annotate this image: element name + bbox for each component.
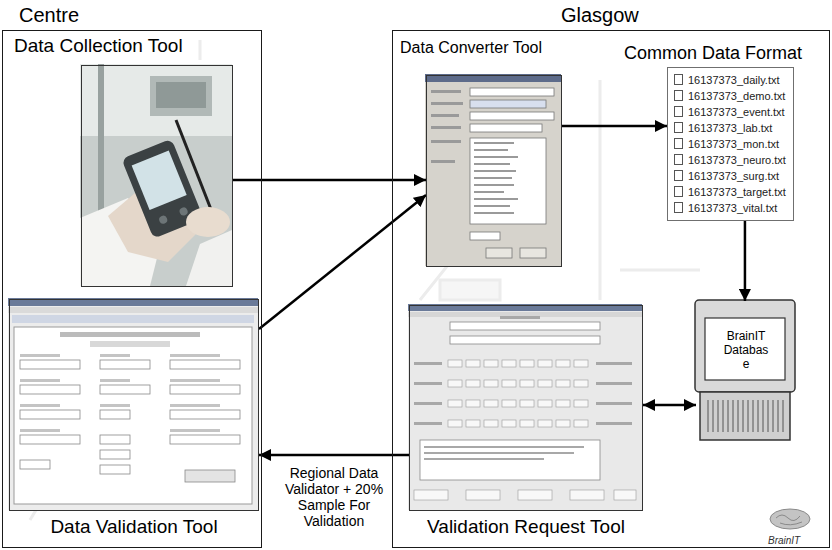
text-holder: Data Collection Tool <box>14 35 183 57</box>
database-box: BrainIT Databas e <box>696 301 796 441</box>
validation-tool-screenshot <box>8 298 258 510</box>
file-entry: 16137373_event.txt <box>674 104 786 120</box>
region-panel: GlasgowData Converter ToolCommon Data Fo… <box>392 30 830 548</box>
screenshot-frame: Data Validation Tool <box>9 299 259 511</box>
text-holder: Common Data Format <box>624 43 802 64</box>
flow-arrow <box>643 404 696 407</box>
flow-arrow <box>259 195 426 329</box>
brainit-logo <box>770 509 810 529</box>
logo-text: BrainIT <box>768 535 800 546</box>
heading-text: Data Validation Tool <box>50 516 217 537</box>
database-computer-icon <box>695 300 795 440</box>
photo-frame: Data Collection Tool <box>81 65 233 287</box>
file-entry: 16137373_target.txt <box>674 184 786 200</box>
heading-text: Validation Request Tool <box>427 516 625 537</box>
screenshot-frame: Data Converter Tool <box>426 75 562 267</box>
flow-arrow <box>744 221 747 301</box>
heading-text: Centre <box>19 4 79 26</box>
text-holder: Validation Request Tool <box>410 516 642 538</box>
region-panel: CentreData Collection ToolData Validatio… <box>2 30 262 548</box>
file-list-box: Common Data Format16137373_daily.txt1613… <box>667 67 794 221</box>
heading-text: Data Collection Tool <box>14 35 183 56</box>
text-holder: BrainIT <box>768 530 800 548</box>
database-label: BrainIT Databas e <box>724 329 769 371</box>
validation-request-screenshot <box>408 304 642 510</box>
converter-dialog-screenshot <box>425 74 561 266</box>
screenshot-frame: Validation Request Tool <box>409 305 643 511</box>
pda-photo <box>80 64 232 286</box>
file-entry: 16137373_vital.txt <box>674 200 786 216</box>
text-holder: Glasgow <box>561 4 639 27</box>
file-entry: 16137373_demo.txt <box>674 88 786 104</box>
file-entry: 16137373_mon.txt <box>674 136 786 152</box>
flow-arrow <box>562 125 667 128</box>
file-entry: 16137373_neuro.txt <box>674 152 786 168</box>
edge-label: Regional Data Validator + 20% Sample For… <box>278 464 390 530</box>
heading-text: Common Data Format <box>624 43 802 63</box>
text-holder: Data Validation Tool <box>10 516 258 538</box>
screen-area: BrainIT Databas e <box>708 321 784 379</box>
flow-arrow <box>259 454 409 457</box>
file-entry: 16137373_surg.txt <box>674 168 786 184</box>
text-holder: Centre <box>19 4 79 27</box>
file-entry: 16137373_lab.txt <box>674 120 786 136</box>
heading-text: Data Converter Tool <box>400 39 542 56</box>
text-holder: Data Converter Tool <box>400 39 542 57</box>
file-entry: 16137373_daily.txt <box>674 72 786 88</box>
heading-text: Glasgow <box>561 4 639 26</box>
